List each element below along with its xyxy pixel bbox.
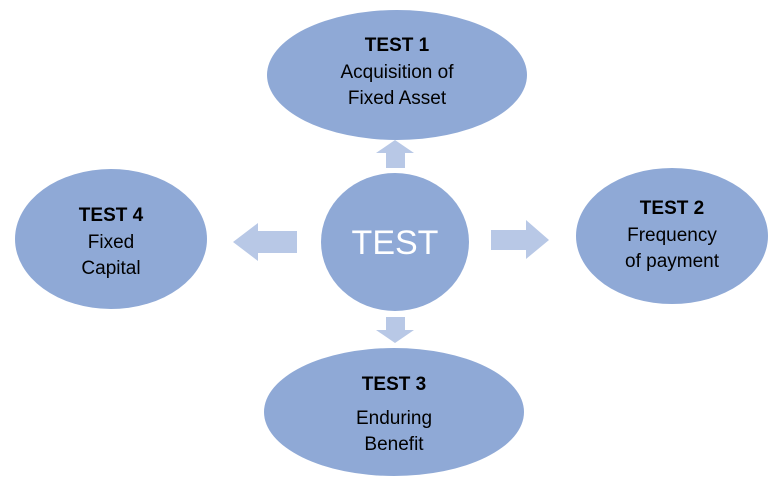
arrow-right-icon <box>491 220 549 259</box>
node-test-1-ellipse <box>267 10 527 140</box>
center-node-label: TEST <box>352 224 439 262</box>
node-test-3-ellipse <box>264 348 524 476</box>
arrow-left-icon <box>233 223 297 261</box>
node-test-3: TEST 3 Enduring Benefit <box>264 348 524 476</box>
node-test-3-line2: Benefit <box>364 434 424 455</box>
center-node: TEST <box>321 173 469 311</box>
node-test-3-title: TEST 3 <box>362 374 426 395</box>
arrow-down-icon <box>376 317 414 343</box>
node-test-4: TEST 4 Fixed Capital <box>15 169 207 309</box>
node-test-3-line1: Enduring <box>356 408 432 429</box>
node-test-2-line1: Frequency <box>627 225 717 246</box>
node-test-4-ellipse <box>15 169 207 309</box>
node-test-1-title: TEST 1 <box>365 35 430 56</box>
node-test-4-line1: Fixed <box>88 232 134 253</box>
arrow-up-icon <box>376 140 414 168</box>
node-test-2-title: TEST 2 <box>640 198 704 219</box>
node-test-4-line2: Capital <box>81 258 140 279</box>
node-test-1-line1: Acquisition of <box>340 62 454 83</box>
center-node-ellipse <box>321 173 469 311</box>
node-test-1-line2: Fixed Asset <box>348 88 447 109</box>
node-test-1: TEST 1 Acquisition of Fixed Asset <box>267 10 527 140</box>
node-test-4-title: TEST 4 <box>79 205 144 226</box>
node-test-2: TEST 2 Frequency of payment <box>576 168 768 304</box>
node-test-2-line2: of payment <box>625 251 720 272</box>
node-test-2-ellipse <box>576 168 768 304</box>
